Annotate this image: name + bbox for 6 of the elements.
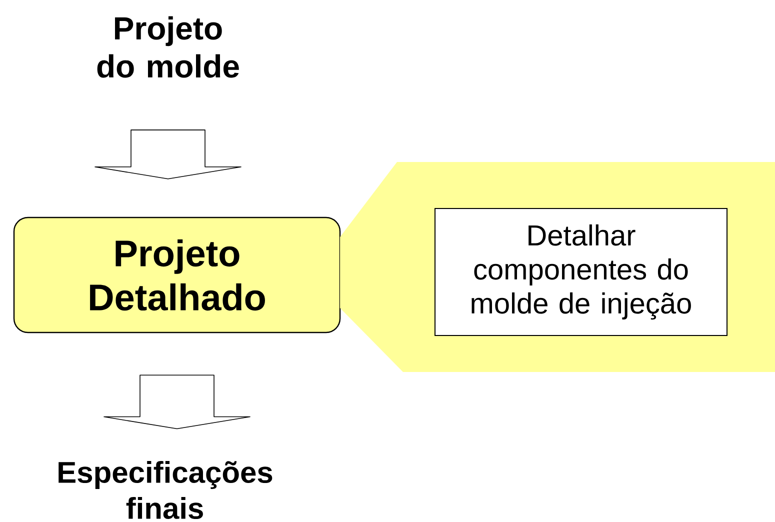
stage-label: Especificações finais xyxy=(58,460,272,520)
note-box: Detalhar componentes do molde de injeção xyxy=(434,208,728,336)
block-arrow xyxy=(94,130,242,180)
block-arrow xyxy=(104,374,250,430)
stage-label: Projeto do molde xyxy=(97,16,239,78)
process-box: Projeto Detalhado xyxy=(13,216,341,334)
